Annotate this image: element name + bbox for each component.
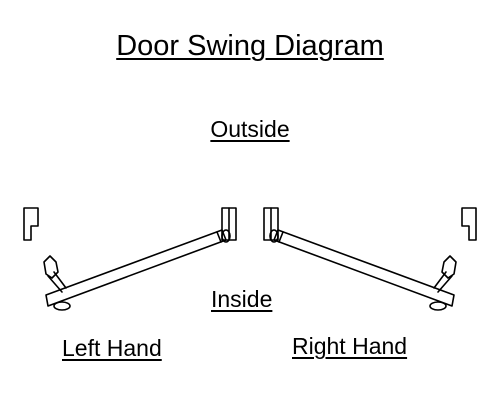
right-latch-jamb (461, 207, 477, 241)
right-handle-rose (429, 301, 447, 311)
left-door-edge (216, 231, 222, 243)
left-hand-door (23, 207, 237, 311)
left-handle-rose (53, 301, 71, 311)
left-hinge-knuckle (221, 229, 231, 243)
right-lever-handle (433, 255, 457, 293)
left-door-slab (45, 229, 227, 307)
right-door-edge (278, 231, 284, 243)
left-latch-jamb (23, 207, 39, 241)
right-door-slab (273, 229, 455, 307)
right-hand-door (263, 207, 477, 311)
diagram-title: Door Swing Diagram (116, 30, 384, 62)
outside-label: Outside (210, 116, 290, 142)
left-lever-handle (43, 255, 67, 293)
right-hinge-knuckle (269, 229, 279, 243)
left-hand-label: Left Hand (62, 335, 162, 361)
inside-label: Inside (211, 286, 273, 312)
right-hand-label: Right Hand (292, 333, 408, 359)
